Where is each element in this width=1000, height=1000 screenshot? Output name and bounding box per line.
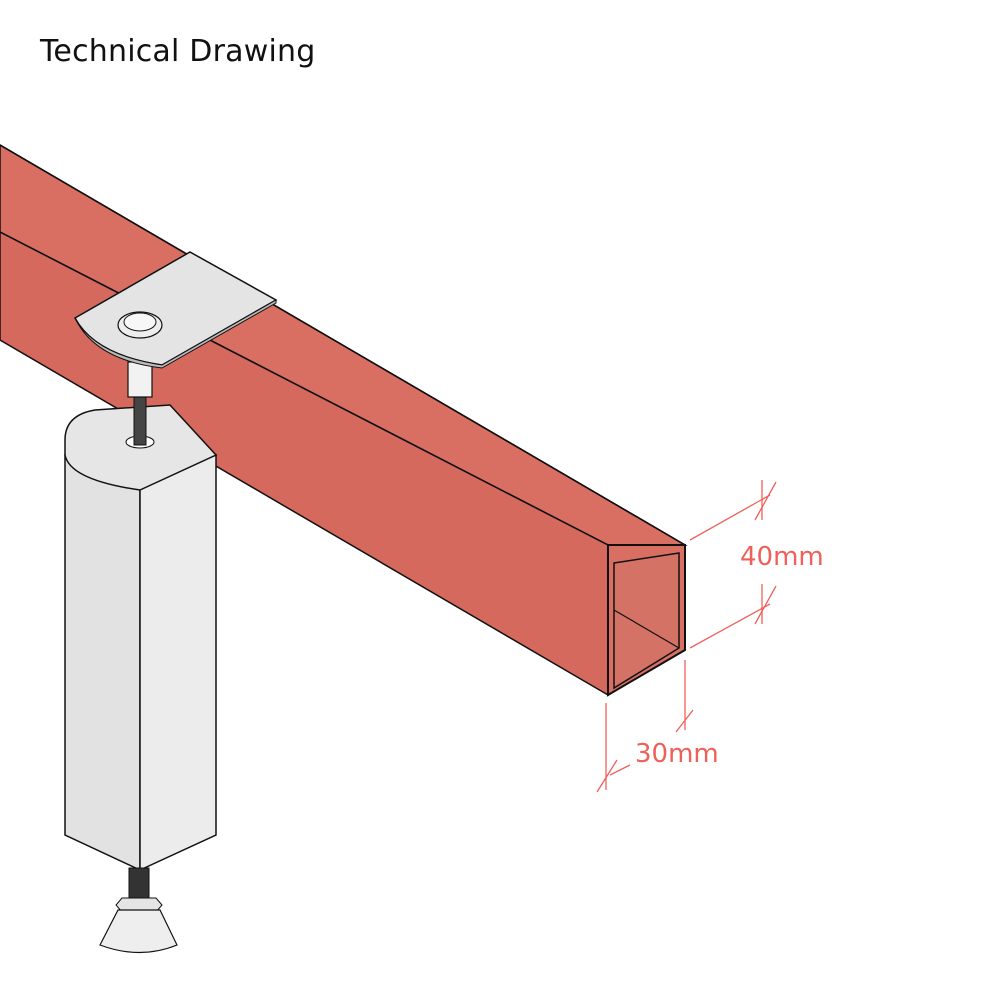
dimension-lines <box>596 480 777 793</box>
leveling-foot <box>99 867 178 954</box>
threaded-rod <box>127 361 153 446</box>
height-dimension-label: 40mm <box>740 542 824 572</box>
support-leg <box>64 404 218 872</box>
clamp-bracket <box>73 251 278 369</box>
page-title: Technical Drawing <box>40 34 316 69</box>
width-dimension-label: 30mm <box>635 739 719 769</box>
